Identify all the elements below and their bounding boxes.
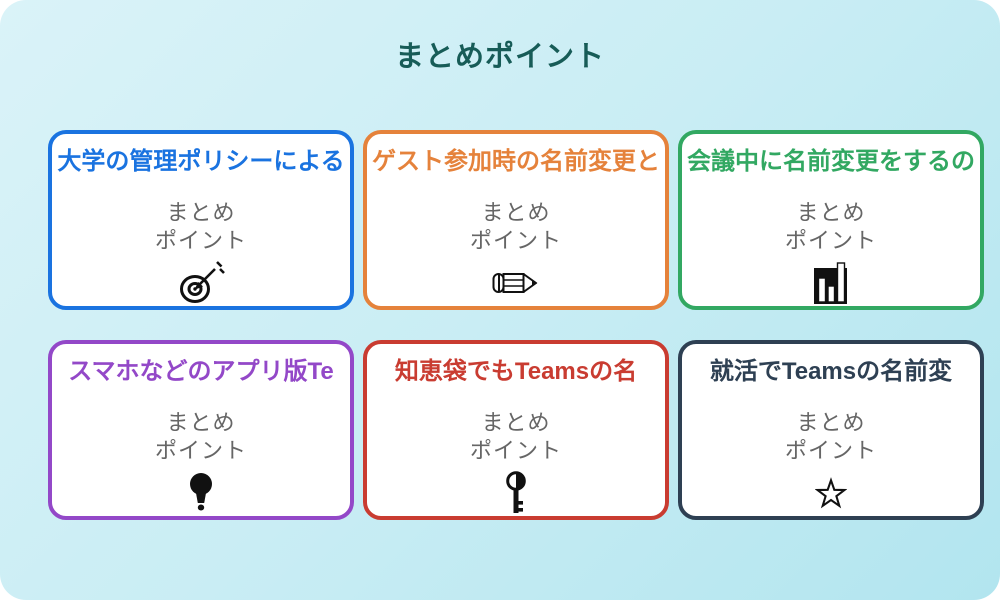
- card-subtitle-line2: ポイント: [469, 438, 562, 463]
- card-subtitle: まとめ ポイント: [155, 199, 247, 255]
- bar-chart-icon: [811, 260, 851, 306]
- card-subtitle: まとめ ポイント: [155, 409, 247, 465]
- dart-target-icon: [177, 260, 225, 306]
- card-title: スマホなどのアプリ版Te: [68, 358, 334, 385]
- card-subtitle-line1: まとめ: [796, 200, 866, 225]
- pencil-icon: [490, 260, 542, 306]
- summary-card-2: ゲスト参加時の名前変更と まとめ ポイント: [363, 130, 669, 310]
- page-title: まとめポイント: [394, 41, 605, 73]
- card-subtitle-line1: まとめ: [166, 200, 236, 225]
- card-title: 大学の管理ポリシーによる: [57, 148, 345, 175]
- card-subtitle-line2: ポイント: [784, 438, 877, 463]
- card-subtitle: まとめ ポイント: [785, 199, 877, 255]
- card-subtitle-line2: ポイント: [469, 228, 562, 253]
- summary-card-5: 知恵袋でもTeamsの名 まとめ ポイント: [363, 340, 669, 520]
- card-title: ゲスト参加時の名前変更と: [372, 148, 660, 175]
- card-subtitle-line1: まとめ: [481, 200, 551, 225]
- card-subtitle: まとめ ポイント: [470, 409, 562, 465]
- card-subtitle-line1: まとめ: [796, 410, 866, 435]
- key-icon: [505, 470, 527, 516]
- card-subtitle: まとめ ポイント: [785, 409, 877, 465]
- card-subtitle-line1: まとめ: [166, 410, 236, 435]
- card-subtitle-line2: ポイント: [784, 228, 877, 253]
- card-subtitle-line1: まとめ: [481, 410, 551, 435]
- card-subtitle-line2: ポイント: [154, 228, 247, 253]
- card-subtitle-line2: ポイント: [154, 438, 247, 463]
- star-icon: [815, 470, 847, 516]
- card-title: 知恵袋でもTeamsの名: [394, 358, 638, 385]
- cards-grid: 大学の管理ポリシーによる まとめ ポイント ゲスト参加時の名前変更と: [48, 130, 984, 520]
- summary-card-6: 就活でTeamsの名前変 まとめ ポイント: [678, 340, 984, 520]
- summary-card-4: スマホなどのアプリ版Te まとめ ポイント: [48, 340, 354, 520]
- summary-card-1: 大学の管理ポリシーによる まとめ ポイント: [48, 130, 354, 310]
- summary-card-3: 会議中に名前変更をするの まとめ ポイント: [678, 130, 984, 310]
- card-title: 会議中に名前変更をするの: [687, 148, 975, 175]
- lightbulb-icon: [188, 470, 214, 516]
- card-subtitle: まとめ ポイント: [470, 199, 562, 255]
- card-title: 就活でTeamsの名前変: [709, 358, 953, 385]
